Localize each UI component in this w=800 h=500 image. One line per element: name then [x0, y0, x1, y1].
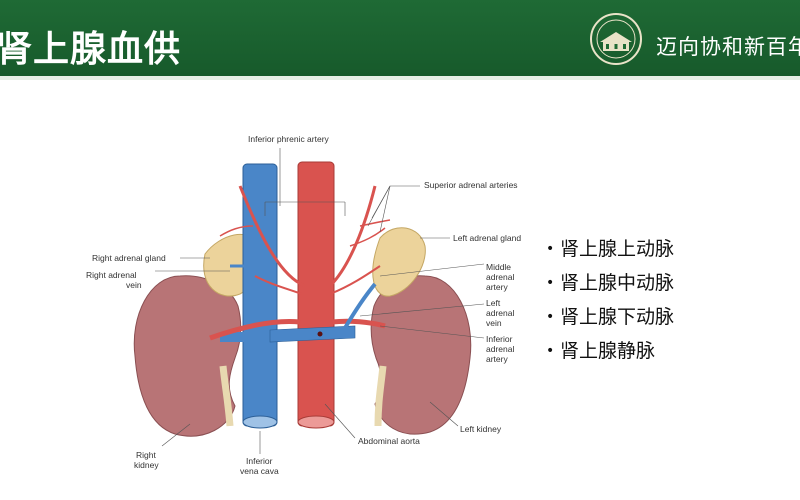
svg-text:artery: artery	[486, 354, 508, 364]
label-middle-adrenal-artery: Middle	[486, 262, 511, 272]
label-left-adrenal-gland: Left adrenal gland	[453, 233, 521, 243]
svg-text:vein: vein	[126, 280, 142, 290]
label-left-adrenal-vein: Left	[486, 298, 501, 308]
bullet-item: •肾上腺上动脉	[546, 238, 675, 260]
slide-title: 肾上腺血供	[0, 29, 182, 70]
bullet-item: •肾上腺下动脉	[546, 306, 675, 328]
slide-header: 肾上腺血供 迈向协和新百年	[0, 0, 800, 76]
left-renal-vein	[269, 325, 356, 343]
label-inferior-phrenic-artery: Inferior phrenic artery	[248, 134, 330, 144]
svg-text:adrenal: adrenal	[486, 272, 514, 282]
college-building-logo-icon	[590, 13, 642, 65]
right-inferior-phrenic-artery	[238, 185, 306, 288]
header-divider	[0, 76, 800, 80]
middle-adrenal-artery	[329, 265, 381, 295]
left-adrenal-gland	[372, 227, 426, 297]
label-right-adrenal-gland: Right adrenal gland	[92, 253, 166, 263]
left-kidney	[370, 275, 472, 435]
label-right-adrenal-vein: Right adrenal	[86, 270, 137, 280]
right-ureter	[219, 365, 234, 427]
svg-text:vein: vein	[486, 318, 502, 328]
left-inferior-phrenic-artery	[328, 185, 377, 288]
label-inferior-adrenal-artery: Inferior	[486, 334, 513, 344]
label-left-kidney: Left kidney	[460, 424, 502, 434]
right-renal-artery	[209, 319, 301, 341]
svg-text:vena cava: vena cava	[240, 466, 279, 476]
bullet-item: •肾上腺中动脉	[546, 272, 675, 294]
left-adrenal-vein	[343, 282, 377, 330]
adrenal-blood-supply-figure: Inferior phrenic artery Superior adrenal…	[86, 134, 521, 476]
svg-text:kidney: kidney	[134, 460, 159, 470]
left-renal-artery	[331, 318, 386, 329]
slogan: 迈向协和新百年	[656, 35, 800, 59]
svg-text:adrenal: adrenal	[486, 308, 514, 318]
svg-text:artery: artery	[486, 282, 508, 292]
abdominal-aorta	[297, 161, 335, 427]
svg-text:adrenal: adrenal	[486, 344, 514, 354]
label-inferior-vena-cava: Inferior	[246, 456, 273, 466]
right-kidney	[133, 275, 242, 437]
label-right-kidney: Right	[136, 450, 156, 460]
bullet-list: •肾上腺上动脉 •肾上腺中动脉 •肾上腺下动脉 •肾上腺静脉	[546, 232, 674, 368]
left-ureter	[374, 365, 387, 427]
label-superior-adrenal-arteries: Superior adrenal arteries	[424, 180, 518, 190]
label-abdominal-aorta: Abdominal aorta	[358, 436, 420, 446]
bullet-item: •肾上腺静脉	[546, 340, 656, 362]
